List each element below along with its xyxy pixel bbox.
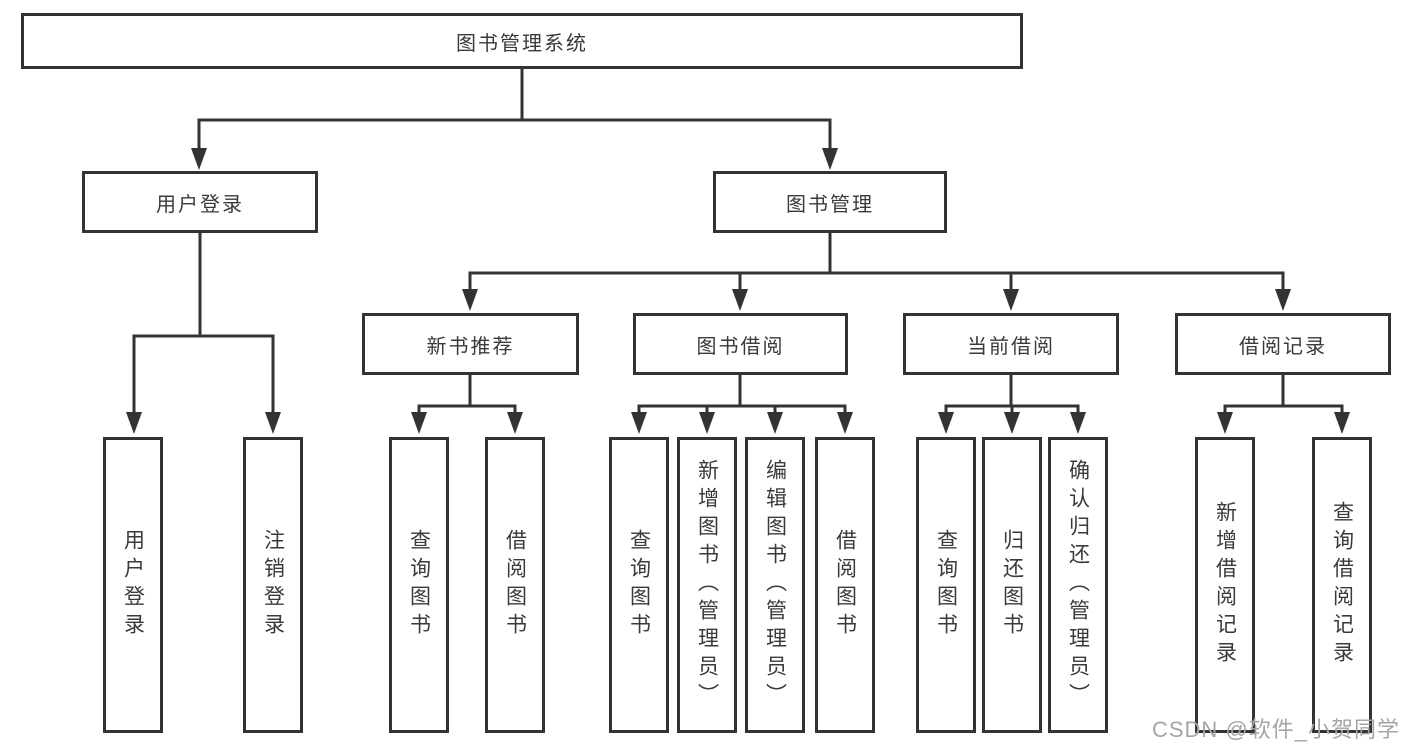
leaf-label: 查询图书	[407, 529, 431, 641]
leaf-confirm-return-admin: 确认归还（管理员）	[1048, 437, 1108, 733]
leaf-label: 确认归还（管理员）	[1066, 459, 1090, 711]
node-label: 图书管理系统	[456, 32, 588, 55]
node-new-book-recommend: 新书推荐	[362, 313, 579, 375]
leaf-query-books: 查询图书	[389, 437, 449, 733]
leaf-label: 查询图书	[627, 529, 651, 641]
connector-current-borrow-children	[938, 375, 1086, 434]
leaf-query-books: 查询图书	[916, 437, 976, 733]
node-label: 用户登录	[156, 193, 244, 216]
node-borrow-records: 借阅记录	[1175, 313, 1391, 375]
leaf-query-books: 查询图书	[609, 437, 669, 733]
leaf-label: 注销登录	[261, 529, 285, 641]
leaf-borrow-books: 借阅图书	[815, 437, 875, 733]
node-book-borrow: 图书借阅	[633, 313, 848, 375]
leaf-label: 编辑图书（管理员）	[763, 459, 787, 711]
node-library-management-system: 图书管理系统	[21, 13, 1023, 69]
leaf-user-login: 用户登录	[103, 437, 163, 733]
node-user-login: 用户登录	[82, 171, 318, 233]
leaf-borrow-books: 借阅图书	[485, 437, 545, 733]
leaf-label: 借阅图书	[833, 529, 857, 641]
connector-book-borrow-children	[631, 375, 853, 434]
leaf-label: 归还图书	[1000, 529, 1024, 641]
leaf-label: 新增图书（管理员）	[695, 459, 719, 711]
node-label: 借阅记录	[1239, 335, 1327, 358]
leaf-edit-books-admin: 编辑图书（管理员）	[745, 437, 805, 733]
connector-borrow-records-children	[1217, 375, 1350, 434]
leaf-return-books: 归还图书	[982, 437, 1042, 733]
leaf-add-borrow-record: 新增借阅记录	[1195, 437, 1255, 733]
connector-root-to-level2	[191, 69, 838, 170]
leaf-label: 借阅图书	[503, 529, 527, 641]
node-label: 新书推荐	[426, 335, 515, 358]
node-label: 图书借阅	[696, 335, 785, 358]
leaf-label: 新增借阅记录	[1213, 501, 1237, 669]
leaf-label: 用户登录	[121, 529, 145, 641]
leaf-label: 查询借阅记录	[1330, 501, 1354, 669]
leaf-add-books-admin: 新增图书（管理员）	[677, 437, 737, 733]
connector-book-management-children	[462, 233, 1291, 311]
leaf-query-borrow-record: 查询借阅记录	[1312, 437, 1372, 733]
csdn-watermark: CSDN @软件_小贺同学	[1151, 717, 1400, 742]
node-current-borrow: 当前借阅	[903, 313, 1119, 375]
connector-user-login-children	[126, 233, 281, 434]
connector-new-book-children	[411, 375, 523, 434]
leaf-label: 查询图书	[934, 529, 958, 641]
leaf-logout: 注销登录	[243, 437, 303, 733]
node-label: 当前借阅	[967, 335, 1055, 358]
node-label: 图书管理	[786, 193, 874, 216]
node-book-management: 图书管理	[713, 171, 947, 233]
